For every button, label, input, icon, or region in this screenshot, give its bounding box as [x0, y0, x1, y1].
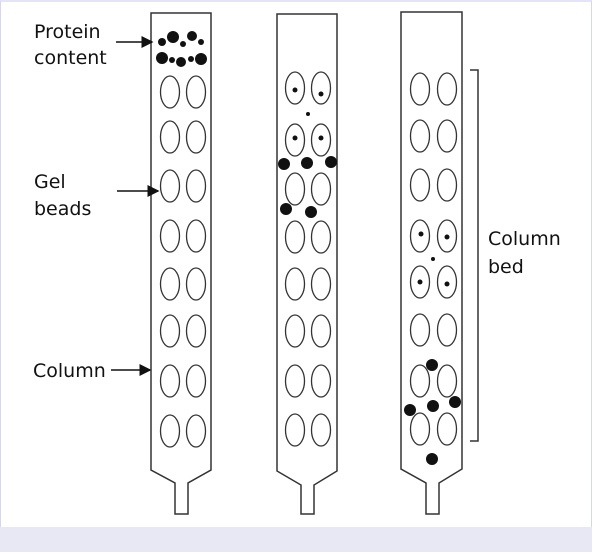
gel-bead: [159, 414, 181, 448]
label-gel-beads: Gel beads: [34, 171, 91, 220]
gel-bead: [409, 412, 431, 446]
column-2-small-protein: [292, 87, 324, 141]
small-protein-dot: [306, 112, 310, 116]
label-protein-content: Protein content: [34, 21, 107, 69]
small-protein-dot: [444, 281, 450, 287]
column-3-small-protein: [417, 231, 450, 287]
gel-bead: [409, 119, 431, 153]
column-3-large-protein: [404, 359, 461, 465]
gel-bead: [185, 75, 207, 109]
gel-bead: [409, 313, 431, 347]
gel-bead: [310, 172, 332, 206]
gel-bead: [409, 168, 431, 202]
label-gel-beads-line2: beads: [34, 198, 91, 220]
column-2-outline: [276, 13, 338, 515]
protein-particle: [167, 31, 179, 43]
label-column-bed-line2: bed: [488, 256, 524, 278]
large-protein-particle: [449, 396, 461, 408]
small-protein-dot: [431, 257, 435, 261]
protein-particle: [188, 56, 194, 62]
large-protein-particle: [325, 156, 337, 168]
gel-bead: [284, 172, 306, 206]
column-bed-bracket: [470, 69, 479, 442]
label-protein-content-line1: Protein: [34, 21, 101, 43]
label-column-bed-line1: Column: [488, 228, 561, 250]
gel-bead: [159, 219, 181, 253]
gel-bead: [159, 314, 181, 348]
gel-bead: [310, 267, 332, 301]
large-protein-particle: [426, 453, 438, 465]
gel-bead: [159, 75, 181, 109]
column-2-beads: [284, 71, 332, 447]
small-protein-dot: [318, 135, 324, 141]
gel-bead: [436, 412, 458, 446]
gel-bead: [284, 413, 306, 447]
small-protein-dot: [292, 87, 298, 93]
small-protein-dot: [418, 231, 424, 237]
column-1: [150, 12, 212, 515]
gel-bead: [185, 120, 207, 154]
gel-bead: [185, 169, 207, 203]
protein-particle: [176, 57, 186, 67]
gel-bead: [436, 119, 458, 153]
large-protein-particle: [404, 404, 416, 416]
gel-bead: [436, 168, 458, 202]
gel-bead: [185, 414, 207, 448]
label-column: Column: [33, 360, 106, 382]
column-2-large-protein: [278, 156, 337, 218]
gel-bead: [185, 219, 207, 253]
gel-bead: [436, 72, 458, 106]
protein-particle: [180, 41, 186, 47]
small-protein-dot: [417, 279, 423, 285]
gel-bead: [436, 364, 458, 398]
gel-bead: [310, 71, 332, 105]
gel-bead: [409, 72, 431, 106]
gel-bead: [185, 314, 207, 348]
large-protein-particle: [426, 359, 438, 371]
gel-bead: [284, 364, 306, 398]
label-column-bed: Column bed: [488, 228, 567, 278]
small-protein-dot: [318, 91, 324, 97]
gel-bead: [284, 267, 306, 301]
gel-bead: [310, 364, 332, 398]
gel-bead: [284, 314, 306, 348]
small-protein-dot: [444, 234, 450, 240]
protein-particle: [187, 31, 197, 41]
protein-particle: [195, 53, 207, 65]
gel-bead: [159, 169, 181, 203]
column-1-protein-band: [156, 31, 207, 67]
gel-bead: [185, 364, 207, 398]
large-protein-particle: [280, 203, 292, 215]
protein-particle: [158, 38, 166, 46]
gel-bead: [159, 120, 181, 154]
large-protein-particle: [305, 206, 317, 218]
column-3: [400, 11, 463, 515]
column-1-outline: [150, 12, 212, 515]
gel-bead: [185, 267, 207, 301]
gel-bead: [409, 364, 431, 398]
gel-bead: [310, 220, 332, 254]
column-2: [276, 13, 338, 515]
bottom-band: [0, 527, 592, 552]
label-protein-content-line2: content: [34, 47, 107, 69]
large-protein-particle: [301, 157, 313, 169]
small-protein-dot: [292, 135, 298, 141]
gel-bead: [310, 314, 332, 348]
protein-particle: [198, 39, 204, 45]
large-protein-particle: [278, 158, 290, 170]
protein-particle: [169, 57, 175, 63]
gel-bead: [436, 313, 458, 347]
gel-bead: [159, 364, 181, 398]
gel-bead: [310, 413, 332, 447]
column-3-outline: [400, 11, 463, 515]
column-1-beads: [159, 75, 207, 448]
gel-bead: [159, 267, 181, 301]
protein-particle: [156, 52, 168, 64]
gel-bead: [284, 220, 306, 254]
large-protein-particle: [427, 400, 439, 412]
label-gel-beads-line1: Gel: [34, 171, 66, 193]
